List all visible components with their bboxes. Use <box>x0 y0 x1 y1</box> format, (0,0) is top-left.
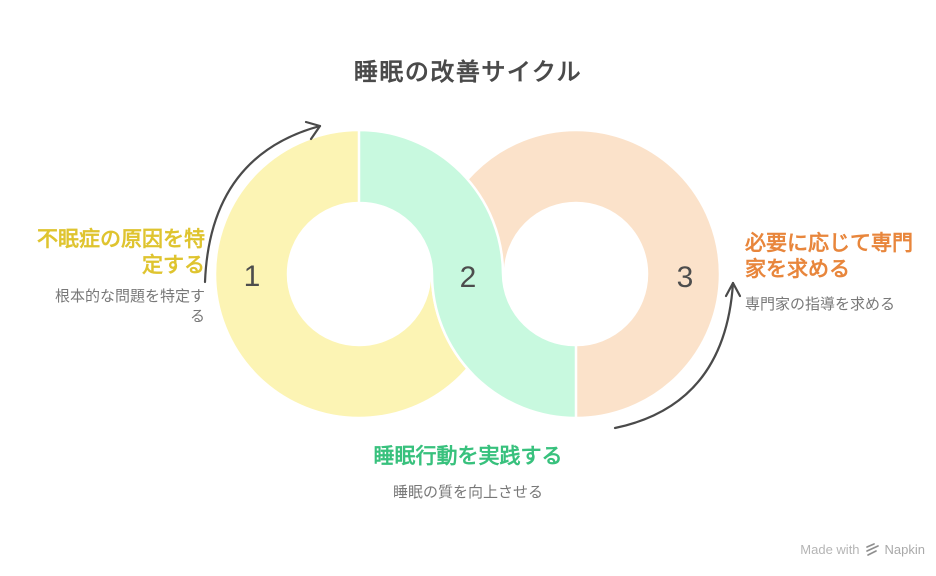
step-2-title: 睡眠行動を実践する <box>373 445 563 468</box>
step-3-number: 3 <box>676 261 694 294</box>
curved-arrow-right-icon <box>613 281 742 430</box>
step-1-number: 1 <box>243 260 261 293</box>
step-2-subtitle: 睡眠の質を向上させる <box>392 484 543 501</box>
step-2-number: 2 <box>459 261 477 294</box>
page-title: 睡眠の改善サイクル <box>353 59 583 86</box>
curved-arrow-left-icon <box>203 120 322 284</box>
made-with-text: Made with <box>800 541 860 557</box>
napkin-logo-icon <box>865 542 879 556</box>
step-1-subtitle: 根本的な問題を特定する <box>54 288 205 325</box>
footer-credit: Made with Napkin <box>800 541 925 557</box>
napkin-brand-text: Napkin <box>884 541 925 557</box>
step-3-subtitle: 専門家の指導を求める <box>745 296 896 313</box>
step-1-title: 不眠症の原因を特定する <box>37 228 205 277</box>
step-3-title: 必要に応じて専門家を求める <box>745 232 913 281</box>
segment-2-green-band <box>357 128 578 420</box>
